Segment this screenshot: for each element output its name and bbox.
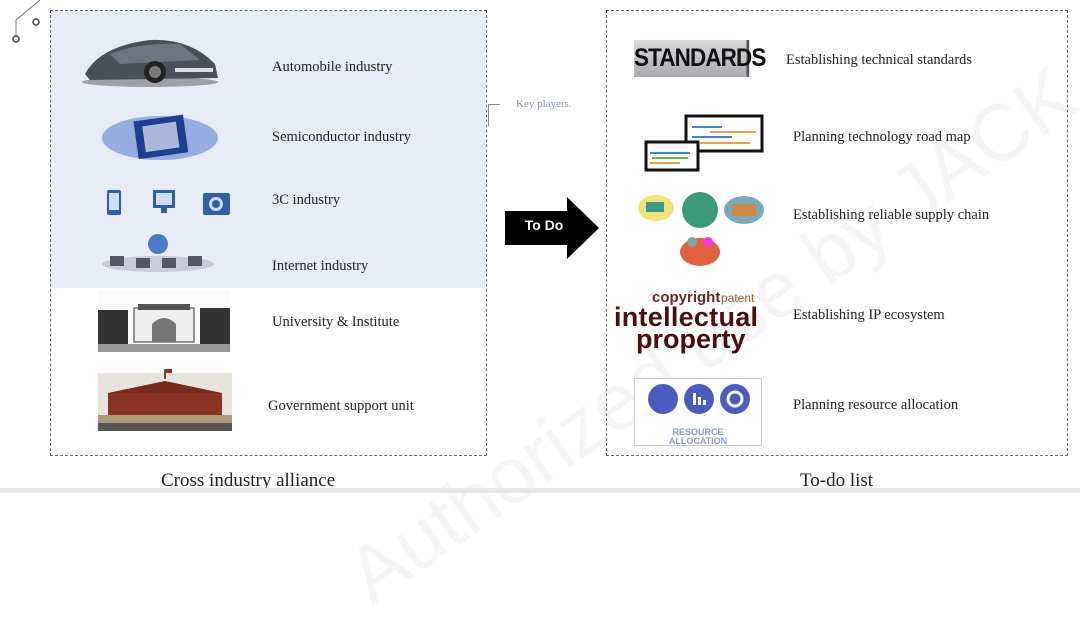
bottom-bar: [0, 488, 1080, 493]
to-do-list-panel: [606, 10, 1068, 456]
university-gate-image: [98, 290, 230, 352]
annotation-bracket: [488, 104, 500, 126]
todo-item-ip-ecosystem: Establishing IP ecosystem: [793, 307, 945, 323]
to-do-list-caption: To-do list: [800, 470, 874, 491]
arrow-shape: [505, 197, 599, 259]
intellectual-word: intellectual: [614, 302, 758, 332]
left-item-3c: 3C industry: [272, 192, 341, 208]
todo-item-supply-chain: Establishing reliable supply chain: [793, 207, 990, 223]
cross-industry-alliance-caption: Cross industry alliance: [161, 470, 336, 491]
todo-item-standards: Establishing technical standards: [786, 52, 973, 68]
left-item-automobile: Automobile industry: [272, 59, 393, 75]
3c-devices-icons: [107, 190, 230, 215]
key-players-label: Key players.: [516, 98, 572, 110]
supply-chain-image: [638, 192, 764, 266]
intellectual-property-image: copyright patent intellectual property: [614, 289, 758, 354]
government-building-image: [98, 369, 232, 431]
roadmap-image: [644, 114, 764, 172]
resource-allocation-text: RESOURCE ALLOCATION: [668, 427, 728, 446]
property-word: property: [636, 324, 746, 354]
todo-item-resource-allocation: Planning resource allocation: [793, 397, 959, 413]
patent-word: patent: [721, 291, 755, 305]
corner-decoration: [12, 0, 41, 43]
to-do-arrow-label: To Do: [524, 217, 564, 233]
left-item-university: University & Institute: [272, 314, 400, 330]
standards-image: STANDARDS: [634, 40, 766, 77]
semiconductor-chip-image: [102, 114, 218, 160]
resource-icons: [648, 384, 750, 414]
to-do-arrow: To Do: [505, 197, 600, 259]
resource-allocation-image: RESOURCE ALLOCATION: [634, 378, 762, 446]
todo-item-roadmap: Planning technology road map: [793, 129, 971, 145]
left-item-government: Government support unit: [268, 398, 414, 414]
left-item-internet: Internet industry: [272, 258, 369, 274]
left-item-semiconductor: Semiconductor industry: [272, 129, 411, 145]
car-image: [82, 39, 218, 87]
copyright-word: copyright: [652, 289, 720, 306]
internet-network-image: [102, 234, 214, 272]
